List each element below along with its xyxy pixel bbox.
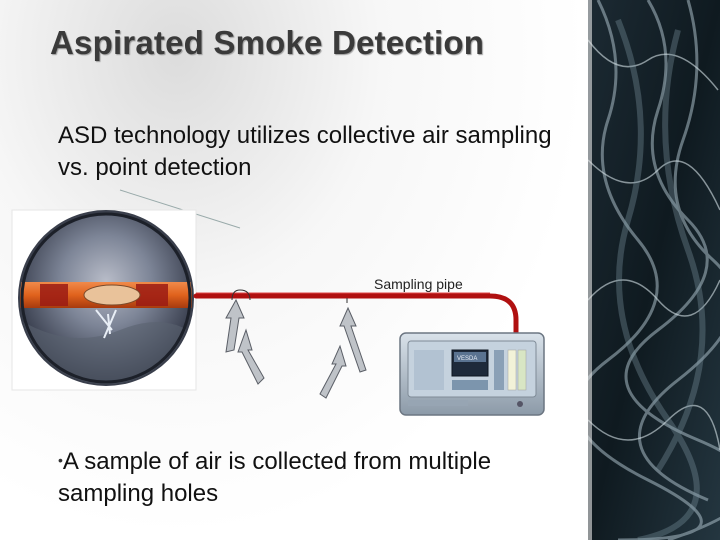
sampling-pipe bbox=[193, 293, 519, 337]
airflow-arrows bbox=[225, 298, 367, 399]
bullet-item: •A sample of air is collected from multi… bbox=[58, 444, 578, 510]
magnified-pipe-inset bbox=[11, 209, 197, 391]
detector-screen-label: VESDA bbox=[457, 356, 477, 362]
body-paragraph: ASD technology utilizes collective air s… bbox=[58, 122, 552, 181]
sampling-pipe-label: Sampling pipe bbox=[374, 276, 463, 292]
smoke-image-panel bbox=[588, 0, 720, 540]
vesda-detector-unit bbox=[399, 332, 545, 416]
asd-diagram: VESDA bbox=[11, 189, 545, 416]
callout-line bbox=[119, 189, 241, 229]
bullet-text: A sample of air is collected from multip… bbox=[58, 448, 492, 507]
slide-title: Aspirated Smoke Detection bbox=[50, 24, 485, 61]
bullet-marker: • bbox=[58, 452, 63, 468]
sampling-hole bbox=[231, 289, 251, 301]
